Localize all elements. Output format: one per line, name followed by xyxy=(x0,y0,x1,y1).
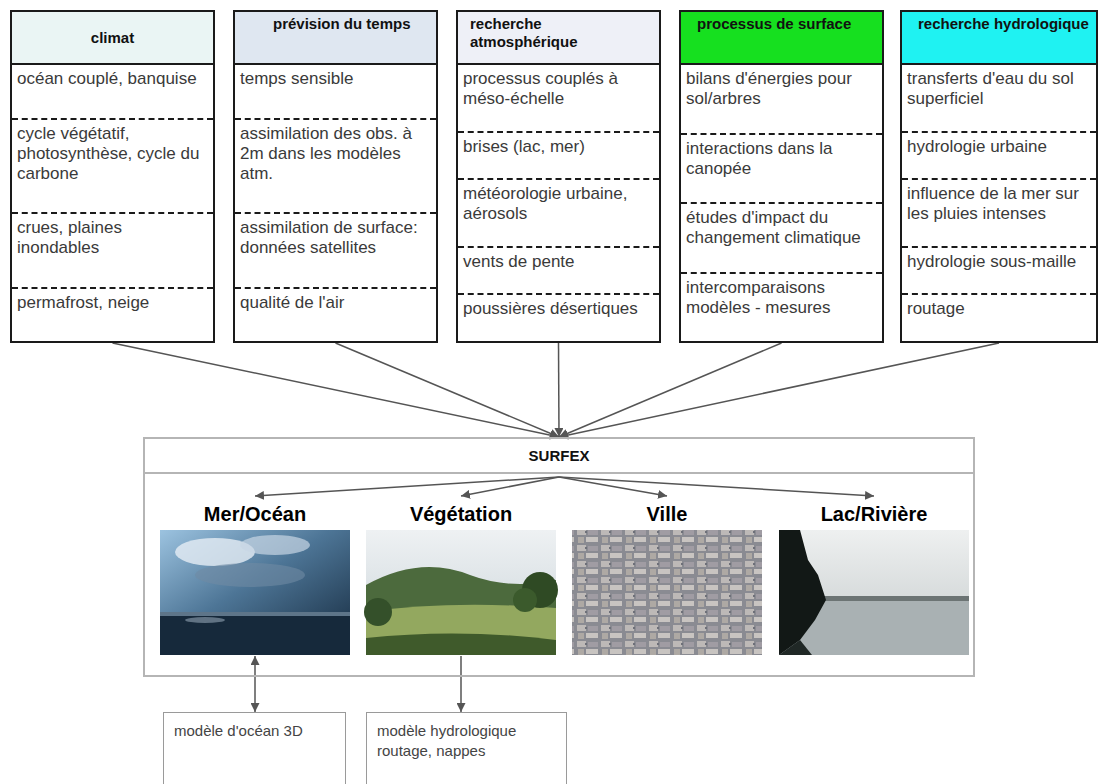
surface-panel: Ville xyxy=(572,496,762,656)
frame-title: SURFEX xyxy=(145,439,973,474)
connector-arrow xyxy=(461,477,559,496)
connector-arrow xyxy=(113,343,560,437)
category-column: climatocéan couplé, banquisecycle végéta… xyxy=(10,10,215,343)
topic-cell: transferts d'eau du sol superficiel xyxy=(902,65,1096,131)
model-label: modèle hydrologique routage, nappes xyxy=(367,713,566,769)
topic-cell: cycle végétatif, photosynthèse, cycle du… xyxy=(12,118,213,213)
vegetation-picture xyxy=(364,530,558,655)
column-heading: prévision du temps xyxy=(235,12,436,65)
connector-arrow xyxy=(559,343,782,437)
connector-arrow xyxy=(559,477,874,496)
surface-panel: Végétation xyxy=(366,496,556,656)
topic-cell: crues, plaines inondables xyxy=(12,212,213,287)
topic-cell: bilans d'énergies pour sol/arbres xyxy=(681,65,882,133)
topic-cell: processus couplés à méso-échelle xyxy=(458,65,659,131)
topic-cell: vents de pente xyxy=(458,246,659,294)
topic-cell: interactions dans la canopée xyxy=(681,133,882,203)
topic-cell: influence de la mer sur les pluies inten… xyxy=(902,178,1096,246)
topic-cell: océan couplé, banquise xyxy=(12,65,213,118)
city-picture xyxy=(572,530,762,655)
panel-title: Ville xyxy=(572,496,762,526)
topic-cell: assimilation de surface: données satelli… xyxy=(235,212,436,287)
topic-cell: météorologie urbaine, aérosols xyxy=(458,178,659,246)
model-label: modèle d'océan 3D xyxy=(164,713,345,749)
connector-arrow xyxy=(336,343,560,437)
column-heading: climat xyxy=(12,12,213,65)
column-heading: recherche atmosphérique xyxy=(458,12,659,65)
topic-cell: brises (lac, mer) xyxy=(458,131,659,179)
lake-picture xyxy=(779,530,969,655)
topic-cell: hydrologie urbaine xyxy=(902,131,1096,179)
surfex-frame: SURFEX Mer/Océan Végétation Ville Lac/Rivièr… xyxy=(143,437,975,677)
category-column: recherche hydrologiquetransferts d'eau d… xyxy=(900,10,1098,343)
sea-picture xyxy=(160,530,350,655)
surface-panel: Lac/Rivière xyxy=(779,496,969,656)
column-heading: recherche hydrologique xyxy=(902,12,1096,65)
topic-cell: études d'impact du changement climatique xyxy=(681,202,882,272)
panel-title: Lac/Rivière xyxy=(779,496,969,526)
panel-title: Végétation xyxy=(366,496,556,526)
topic-cell: permafrost, neige xyxy=(12,287,213,342)
topic-cell: poussières désertiques xyxy=(458,293,659,341)
connector-arrow xyxy=(559,343,999,437)
topic-cell: routage xyxy=(902,293,1096,341)
category-column: processus de surfacebilans d'énergies po… xyxy=(679,10,884,343)
category-column: prévision du tempstemps sensibleassimila… xyxy=(233,10,438,343)
topic-cell: intercomparaisons modèles - mesures xyxy=(681,272,882,342)
column-heading: processus de surface xyxy=(681,12,882,65)
model-box: modèle d'océan 3D xyxy=(163,712,346,784)
category-column: recherche atmosphériqueprocessus couplés… xyxy=(456,10,661,343)
topic-cell: hydrologie sous-maille xyxy=(902,246,1096,294)
model-box: modèle hydrologique routage, nappes xyxy=(366,712,567,784)
topic-cell: temps sensible xyxy=(235,65,436,118)
topic-cell: qualité de l'air xyxy=(235,287,436,342)
connector-arrow xyxy=(254,656,256,712)
connector-arrow xyxy=(460,656,462,712)
connector-arrow xyxy=(558,343,560,437)
surface-panel: Mer/Océan xyxy=(160,496,350,656)
panel-title: Mer/Océan xyxy=(160,496,350,526)
connector-arrow xyxy=(255,477,559,496)
topic-cell: assimilation des obs. à 2m dans les modè… xyxy=(235,118,436,213)
